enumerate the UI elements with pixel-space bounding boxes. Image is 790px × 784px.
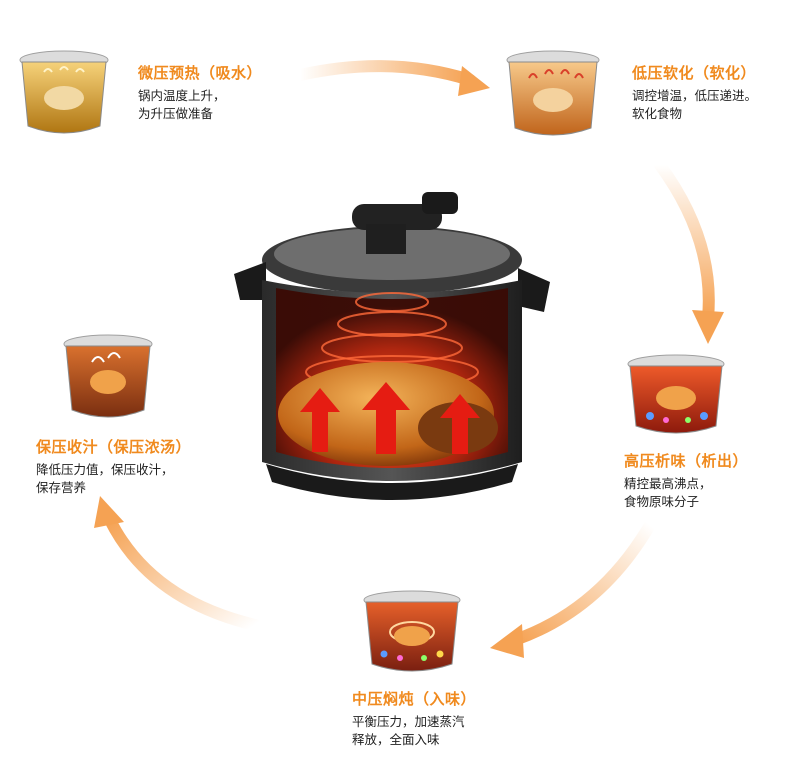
arrow-head-step1-to-step2: [458, 66, 490, 96]
arrow-step4-to-step5: [104, 514, 261, 631]
step-high-pressure-desc: 精控最高沸点， 食物原味分子: [624, 475, 748, 511]
step-soften-desc: 调控增温，低压递进。 软化食物: [632, 87, 757, 123]
step-soften-title: 低压软化（软化）: [632, 64, 757, 82]
step-reduce-title: 保压收汁（保压浓汤）: [36, 438, 192, 456]
step-preheat-desc-line: 锅内温度上升，: [138, 88, 226, 103]
arrow-step2-to-step3: [654, 159, 715, 324]
step-high-pressure-title: 高压析味（析出）: [624, 452, 749, 470]
step-reduce-desc-line: 降低压力值，保压收汁，: [36, 462, 174, 477]
arrow-head-step4-to-step5: [94, 496, 124, 528]
step-preheat-desc-line: 为升压做准备: [138, 106, 214, 121]
inner-pot-preheat-icon: [19, 50, 109, 134]
inner-pot-stew-icon: [363, 590, 461, 672]
pressure-cooker-icon: [234, 192, 550, 500]
step-soften-desc-line: 调控增温，低压递进。: [632, 88, 758, 103]
step-stew-desc: 平衡压力，加速蒸汽 释放，全面入味: [352, 713, 476, 749]
step-reduce-desc-line: 保存营养: [36, 480, 87, 495]
step-high-pressure-desc-line: 食物原味分子: [624, 494, 700, 509]
step-stew-desc-line: 平衡压力，加速蒸汽: [352, 714, 465, 729]
step-stew: 中压焖炖（入味） 平衡压力，加速蒸汽 释放，全面入味: [352, 688, 476, 749]
step-soften-desc-line: 软化食物: [632, 106, 683, 121]
step-soften: 低压软化（软化） 调控增温，低压递进。 软化食物: [632, 62, 757, 123]
arrow-head-step3-to-step4: [490, 624, 524, 658]
step-high-pressure: 高压析味（析出） 精控最高沸点， 食物原味分子: [624, 450, 748, 511]
inner-pot-reduce-icon: [63, 334, 153, 418]
arrow-head-step2-to-step3: [692, 310, 724, 344]
inner-pot-soften-icon: [506, 50, 600, 136]
step-preheat-desc: 锅内温度上升， 为升压做准备: [138, 87, 262, 123]
inner-pot-high-pressure-icon: [627, 354, 725, 434]
step-reduce-desc: 降低压力值，保压收汁， 保存营养: [36, 461, 191, 497]
step-preheat-title: 微压预热（吸水）: [138, 64, 263, 82]
arrow-step3-to-step4: [509, 519, 656, 646]
step-stew-title: 中压焖炖（入味）: [352, 690, 477, 708]
arrow-step1-to-step2: [294, 60, 476, 86]
step-high-pressure-desc-line: 精控最高沸点，: [624, 476, 712, 491]
step-stew-desc-line: 释放，全面入味: [352, 732, 440, 747]
step-reduce: 保压收汁（保压浓汤） 降低压力值，保压收汁， 保存营养: [36, 436, 191, 497]
step-preheat: 微压预热（吸水） 锅内温度上升， 为升压做准备: [138, 62, 262, 123]
